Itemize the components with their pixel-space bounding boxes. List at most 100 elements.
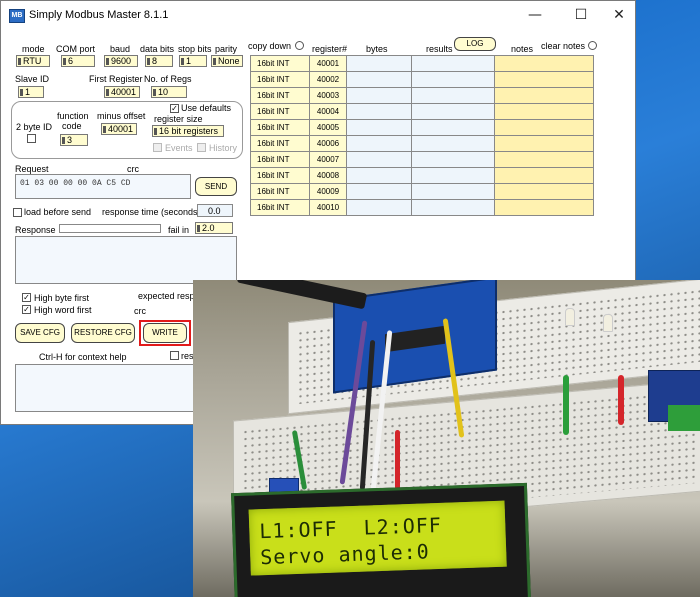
register-type-select[interactable]: 16bit INT — [250, 183, 310, 200]
fail-in-field[interactable]: 2.0 — [195, 222, 233, 234]
register-notes-cell[interactable] — [494, 151, 594, 168]
crc-label: crc — [127, 164, 139, 174]
write-highlight-box — [139, 320, 191, 346]
register-bytes-cell[interactable] — [346, 167, 412, 184]
high-word-first-label: High word first — [34, 305, 92, 315]
register-notes-cell[interactable] — [494, 119, 594, 136]
slave-id-field[interactable]: 1 — [18, 86, 44, 98]
mode-field[interactable]: RTU — [16, 55, 50, 67]
register-bytes-cell[interactable] — [346, 183, 412, 200]
clear-notes-icon[interactable] — [588, 41, 597, 50]
response-time-value: 0.0 — [208, 206, 221, 216]
register-notes-cell[interactable] — [494, 135, 594, 152]
window-title: Simply Modbus Master 8.1.1 — [29, 9, 169, 21]
register-type-select[interactable]: 16bit INT — [250, 135, 310, 152]
register-result-cell[interactable] — [411, 167, 495, 184]
use-defaults-label: Use defaults — [181, 103, 232, 113]
register-bytes-cell[interactable] — [346, 103, 412, 120]
register-type-select[interactable]: 16bit INT — [250, 103, 310, 120]
app-icon: MB — [9, 9, 25, 23]
restore-cfg-button[interactable]: RESTORE CFG — [71, 323, 135, 343]
register-type-select[interactable]: 16bit INT — [250, 199, 310, 216]
register-result-cell[interactable] — [411, 183, 495, 200]
baud-field[interactable]: 9600 — [104, 55, 138, 67]
copy-down-icon[interactable] — [295, 41, 304, 50]
help-box — [15, 364, 195, 412]
stop-bits-field[interactable]: 1 — [179, 55, 207, 67]
register-bytes-cell[interactable] — [346, 87, 412, 104]
register-result-cell[interactable] — [411, 199, 495, 216]
minimize-button[interactable]: — — [528, 7, 542, 23]
led-1 — [565, 308, 575, 326]
com-port-field[interactable]: 6 — [61, 55, 95, 67]
data-bits-label: data bits — [140, 44, 175, 54]
register-bytes-cell[interactable] — [346, 119, 412, 136]
lcd-display: L1:OFF L2:OFF Servo angle:0 — [231, 482, 531, 597]
first-register-label: First Register — [89, 74, 143, 84]
use-defaults-checkbox[interactable]: ✓ — [170, 104, 179, 113]
register-type-select[interactable]: 16bit INT — [250, 55, 310, 72]
register-notes-cell[interactable] — [494, 199, 594, 216]
register-type-select[interactable]: 16bit INT — [250, 151, 310, 168]
register-type-select[interactable]: 16bit INT — [250, 167, 310, 184]
register-bytes-cell[interactable] — [346, 199, 412, 216]
response-box[interactable] — [15, 236, 237, 284]
register-notes-cell[interactable] — [494, 167, 594, 184]
register-result-cell[interactable] — [411, 135, 495, 152]
register-result-cell[interactable] — [411, 119, 495, 136]
two-byte-id-label: 2 byte ID — [16, 122, 53, 132]
register-result-cell[interactable] — [411, 151, 495, 168]
response-time-label: response time (seconds) — [102, 207, 201, 217]
history-label: History — [209, 143, 238, 153]
register-result-cell[interactable] — [411, 103, 495, 120]
request-box[interactable]: 01 03 00 00 00 0A C5 CD — [15, 174, 191, 199]
load-before-send-label: load before send — [24, 207, 92, 217]
register-notes-cell[interactable] — [494, 71, 594, 88]
lcd-screen: L1:OFF L2:OFF Servo angle:0 — [248, 500, 507, 576]
register-notes-cell[interactable] — [494, 87, 594, 104]
advanced-group — [11, 101, 243, 159]
register-result-cell[interactable] — [411, 71, 495, 88]
register-bytes-cell[interactable] — [346, 151, 412, 168]
register-result-cell[interactable] — [411, 55, 495, 72]
help-hint: Ctrl-H for context help — [39, 352, 127, 362]
register-address: 40003 — [309, 87, 347, 104]
num-registers-field[interactable]: 10 — [151, 86, 187, 98]
events-label: Events — [165, 143, 193, 153]
register-size-field[interactable]: 16 bit registers — [152, 125, 224, 137]
register-result-cell[interactable] — [411, 87, 495, 104]
data-bits-field[interactable]: 8 — [145, 55, 173, 67]
register-notes-cell[interactable] — [494, 103, 594, 120]
register-notes-cell[interactable] — [494, 55, 594, 72]
close-button[interactable]: ✕ — [613, 7, 625, 23]
high-word-first-checkbox[interactable]: ✓ — [22, 305, 31, 314]
register-notes-cell[interactable] — [494, 183, 594, 200]
function-code-field[interactable]: 3 — [60, 134, 88, 146]
partial-checkbox[interactable] — [170, 351, 179, 360]
high-byte-first-checkbox[interactable]: ✓ — [22, 293, 31, 302]
log-button[interactable]: LOG — [454, 37, 496, 51]
terminal-block — [668, 405, 700, 431]
load-before-send-checkbox[interactable] — [13, 208, 22, 217]
register-type-select[interactable]: 16bit INT — [250, 119, 310, 136]
register-bytes-cell[interactable] — [346, 71, 412, 88]
two-byte-id-checkbox[interactable] — [27, 134, 36, 143]
write-button[interactable]: WRITE — [143, 323, 187, 343]
register-type-select[interactable]: 16bit INT — [250, 87, 310, 104]
register-address: 40010 — [309, 199, 347, 216]
register-address: 40006 — [309, 135, 347, 152]
maximize-button[interactable]: ☐ — [574, 7, 588, 23]
register-bytes-cell[interactable] — [346, 135, 412, 152]
parity-field[interactable]: None — [211, 55, 243, 67]
register-type-select[interactable]: 16bit INT — [250, 71, 310, 88]
minus-offset-field[interactable]: 40001 — [101, 123, 137, 135]
copy-down-label: copy down — [248, 41, 292, 51]
first-register-field[interactable]: 40001 — [104, 86, 140, 98]
register-bytes-cell[interactable] — [346, 55, 412, 72]
save-cfg-button[interactable]: SAVE CFG — [15, 323, 65, 343]
send-button[interactable]: SEND — [195, 177, 237, 196]
